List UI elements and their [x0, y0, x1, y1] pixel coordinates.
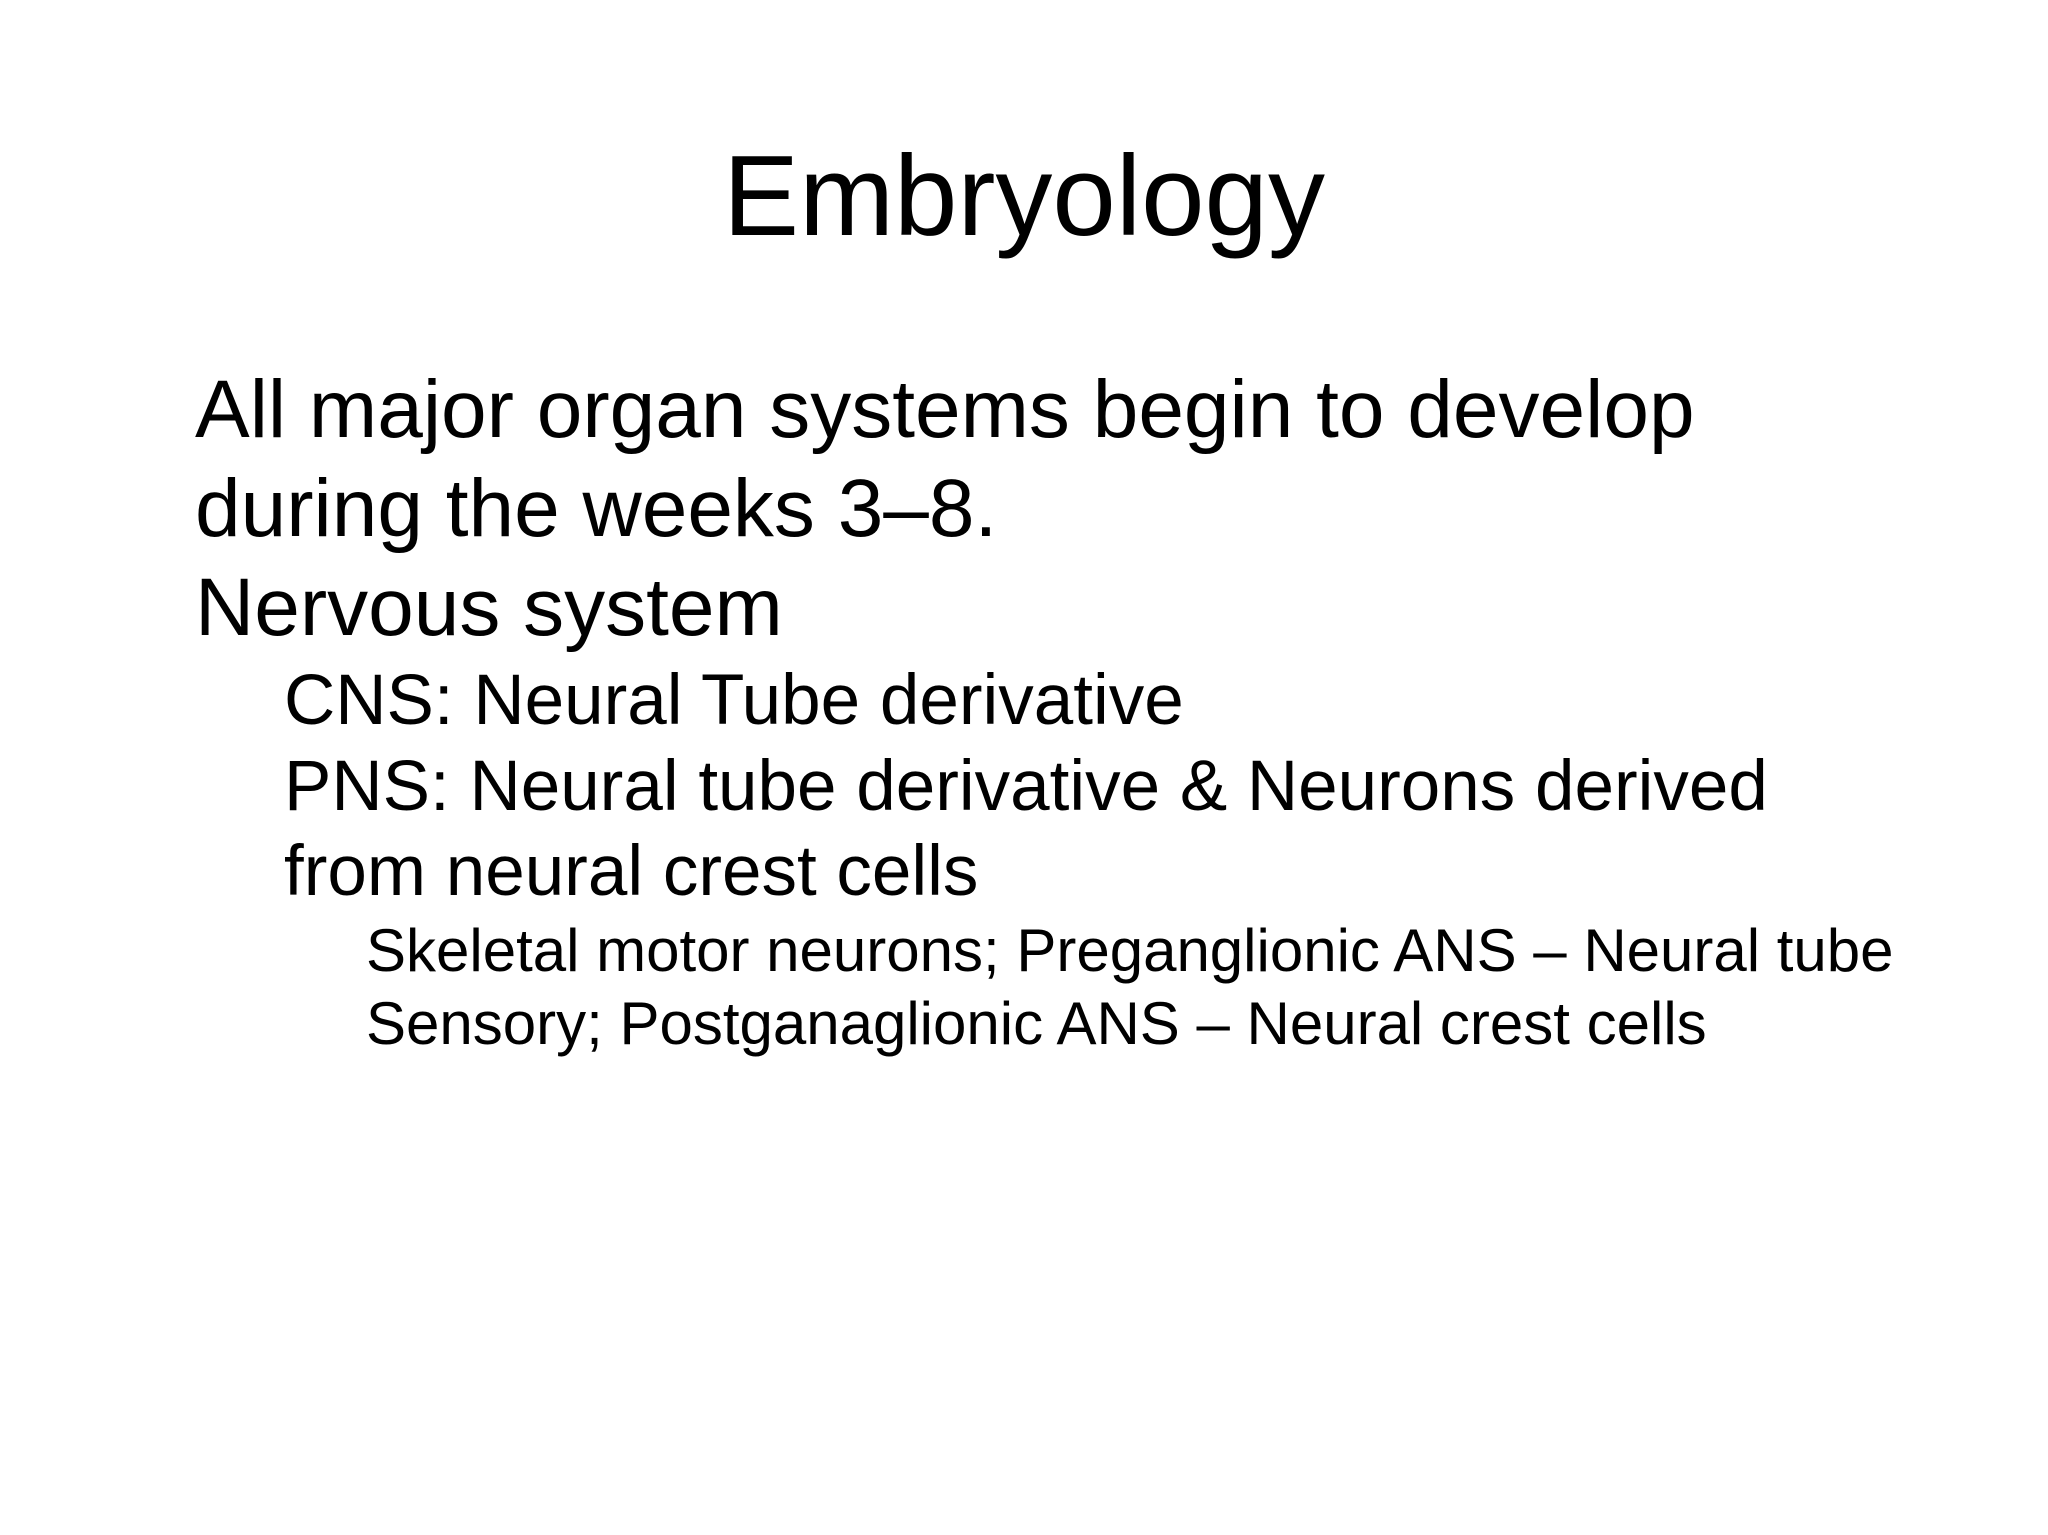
bullet-level2-pns: PNS: Neural tube derivative & Neurons de… [284, 746, 1768, 912]
bullet-level3-skeletal-motor: Skeletal motor neurons; Preganglionic AN… [366, 917, 1894, 985]
slide-title: Embryology [723, 133, 1325, 260]
bullet-level1-nervous-system: Nervous system [195, 562, 783, 654]
bullet-level2-cns: CNS: Neural Tube derivative [284, 660, 1184, 740]
bullet-level3-sensory: Sensory; Postganaglionic ANS – Neural cr… [366, 989, 1707, 1057]
bullet-level1-organ-systems: All major organ systems begin to develop… [195, 364, 1695, 555]
slide-body: All major organ systems begin to develop… [0, 360, 2048, 1061]
